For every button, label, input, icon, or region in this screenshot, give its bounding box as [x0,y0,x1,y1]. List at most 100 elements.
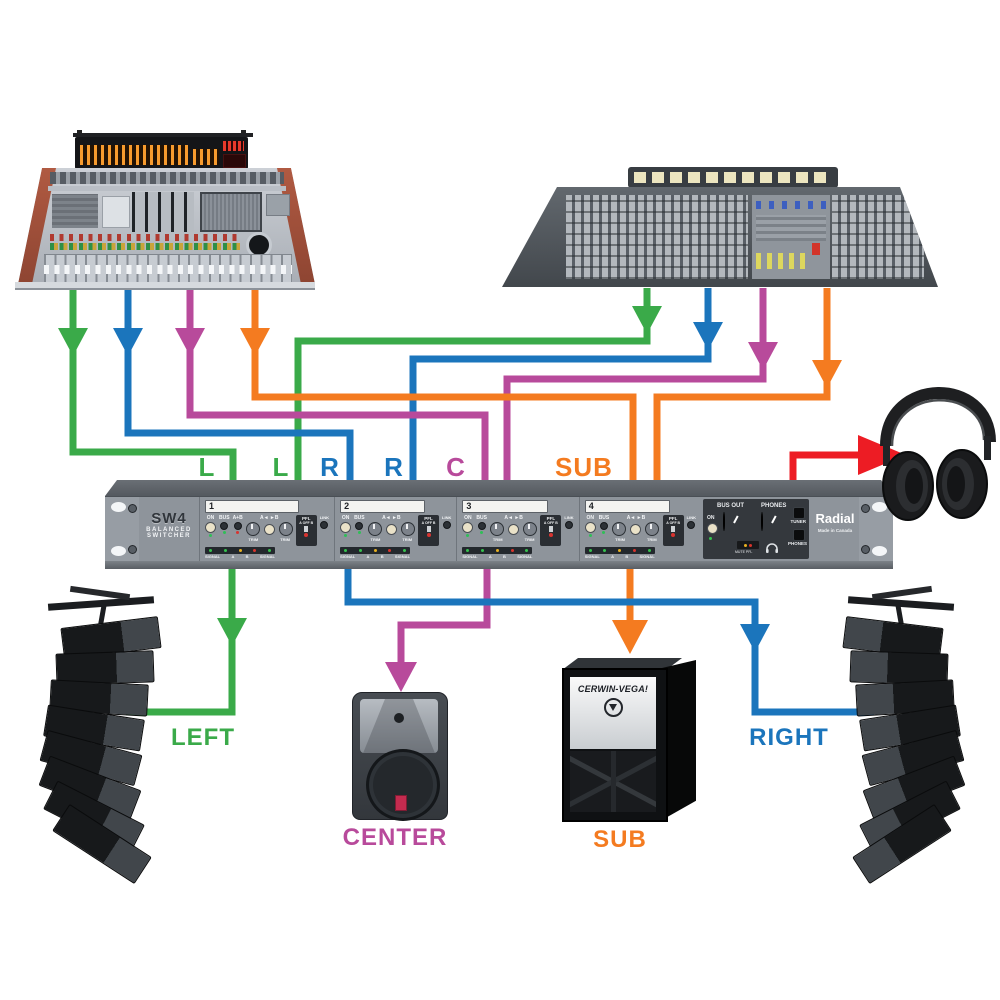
link-label: LINK [319,515,330,520]
trim-a-knob[interactable] [367,522,382,536]
link-label: LINK [564,515,574,520]
on-button[interactable] [340,522,352,533]
pfl-toggle[interactable] [671,526,676,532]
red-master-fader [812,243,820,255]
pfl-positions-label: A OFF B [543,521,558,525]
meter-bridge-rail [73,133,253,137]
tuner-jack[interactable] [793,507,805,519]
model-line2: SWITCHER [147,533,191,539]
pfl-block[interactable]: PFL A OFF B [418,515,440,546]
ab-select-button[interactable] [630,523,642,535]
ab-select-button[interactable] [508,523,520,535]
link-button[interactable] [565,521,574,529]
pfl-toggle[interactable] [426,526,431,532]
on-label: ON [341,515,350,521]
meter-bridge [75,137,248,169]
on-button[interactable] [584,522,596,533]
yoke-right [984,436,991,460]
rack-hole [872,546,887,556]
arrow-right-blue [693,322,723,350]
master-on-label: ON [707,515,715,521]
yoke-left [883,440,890,466]
input-label-left-a: L [198,452,216,482]
pfl-led [548,533,553,537]
on-button[interactable] [462,522,474,533]
ab-scale-label: A◄ ►B [504,515,523,521]
numeric-display [223,141,244,151]
pfl-toggle[interactable] [548,526,553,532]
switcher-bottom-edge [105,561,893,569]
trim-a-knob[interactable] [490,522,505,536]
bus-button[interactable] [599,522,608,530]
left-display-module [52,194,98,228]
link-button[interactable] [320,521,329,529]
pfl-block[interactable]: PFL A OFF B [662,515,684,546]
bus-out-knob[interactable] [723,512,725,531]
phones-jack-label: PHONES [787,541,807,546]
bus-out-label: BUS OUT [717,503,744,509]
tuner-label: TUNER [790,519,807,524]
trim-label: TRIM [492,537,503,542]
model-line1: BALANCED [146,527,192,533]
bus-button[interactable] [220,522,229,530]
pfl-positions-label: A OFF B [421,521,436,525]
pfl-block[interactable]: PFL A OFF B [295,515,317,546]
brand-block: Radial Made in Canada [811,497,859,561]
pfl-led [671,533,676,537]
link-button[interactable] [687,521,696,529]
channel-module-4: 4 ON BUS A◄ ►B TRIM TRIM [578,497,701,561]
cable-phones [789,451,862,486]
led-meters [80,145,188,165]
arrow-left-blue [113,328,143,356]
brand-logo: Radial [815,511,855,526]
green-led [357,531,361,534]
subwoofer: CERWIN-VEGA! [558,652,700,826]
ab-select-button[interactable] [263,523,275,535]
trim-b-knob[interactable] [278,522,293,536]
trim-b-knob[interactable] [645,522,660,536]
sub-horn-opening [570,751,656,812]
link-button[interactable] [442,521,451,529]
arrow-right-orange [812,360,842,388]
trim-b-knob[interactable] [400,522,415,536]
phones-jack[interactable] [793,529,805,541]
blue-knob-row [756,201,826,209]
bus-button[interactable] [477,522,486,530]
display-panel [223,154,246,168]
rack-screw [861,504,870,513]
pfl-label: PFL [424,516,433,521]
cable-right-orange [653,288,831,492]
headband-highlight [890,399,986,447]
pfl-label: PFL [546,516,556,521]
pfl-toggle[interactable] [304,526,309,532]
left-line-array-speaker [12,585,162,885]
encoder-strip [132,192,194,232]
bus-button[interactable] [355,522,364,530]
green-led [222,531,226,534]
trim-b-knob[interactable] [523,522,538,536]
arrow-out-left [217,618,247,646]
phones-knob[interactable] [761,512,763,531]
on-button[interactable] [205,522,216,533]
input-label-right-a: R [320,452,340,482]
rack-hole [111,502,126,512]
mute-pfl-labels: MUTE PFL [735,550,753,554]
on-label: ON [464,515,472,521]
signal-meter [462,547,533,554]
trim-a-knob[interactable] [612,522,627,536]
ab-select-button[interactable] [385,523,397,535]
master-on-button[interactable] [707,523,718,534]
trim-a-knob[interactable] [245,522,260,536]
mute-pfl-leds [737,541,759,549]
cable-out-left [126,560,236,716]
tweeter [394,713,404,723]
green-led [209,534,212,537]
pfl-block[interactable]: PFL A OFF B [540,515,562,546]
a-plus-b-button[interactable] [233,522,242,530]
sub-brand-label: CERWIN-VEGA! [577,684,649,694]
